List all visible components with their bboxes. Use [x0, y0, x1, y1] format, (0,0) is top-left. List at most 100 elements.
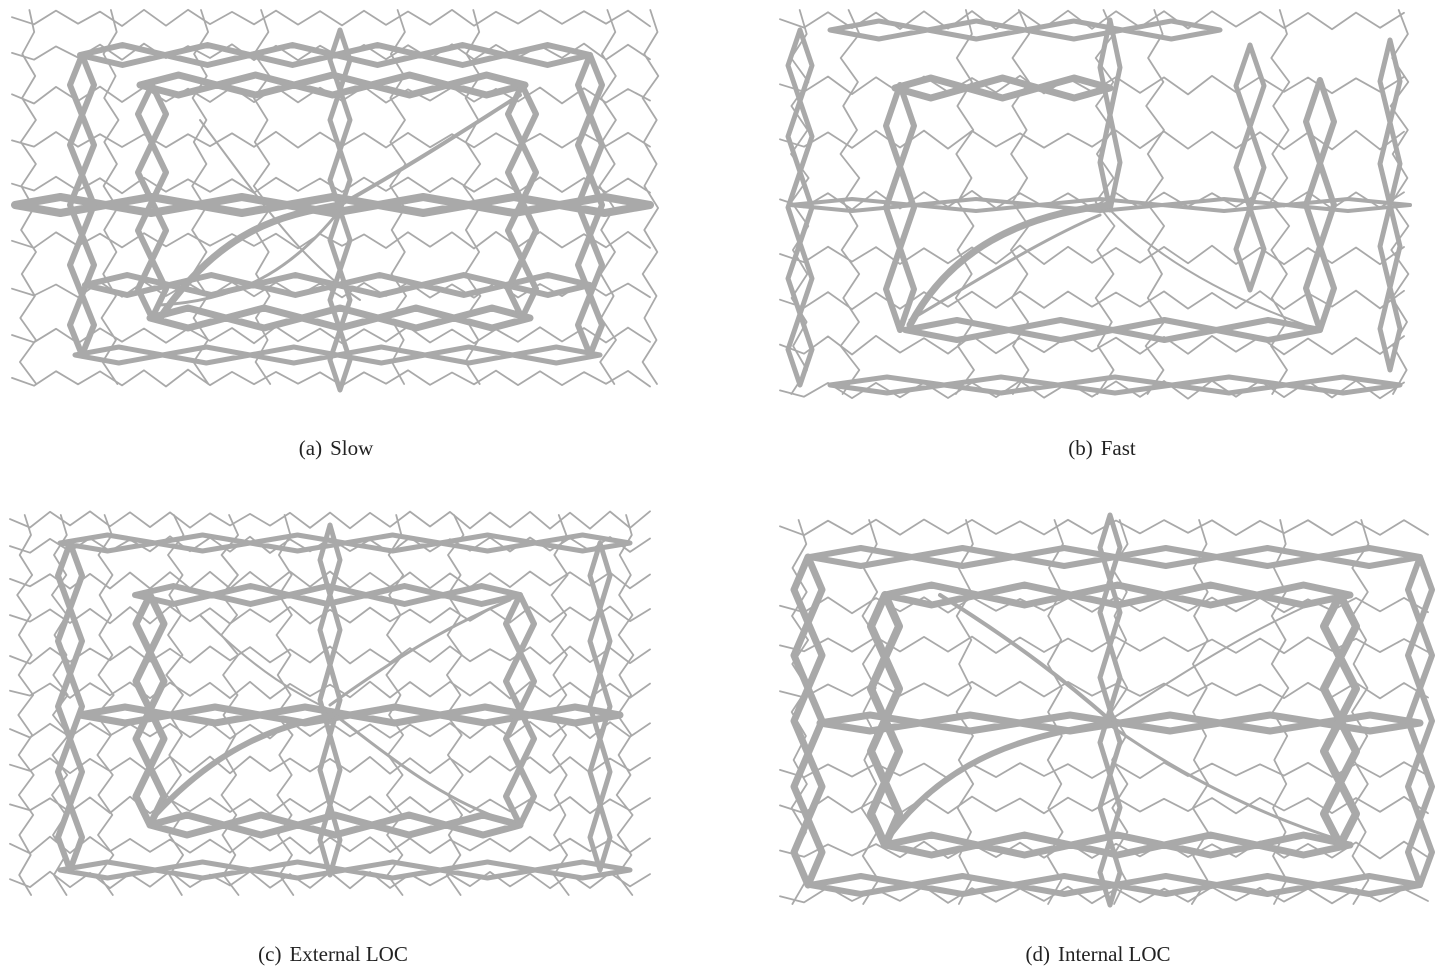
thin-horizontal-path: [11, 130, 651, 149]
thin-vertical-path: [100, 9, 120, 385]
thick-vertical-route: [575, 52, 605, 358]
thin-horizontal-path: [9, 720, 651, 740]
thin-vertical-path: [445, 514, 465, 896]
thin-horizontal-path: [11, 325, 651, 345]
thick-horizontal-route: [136, 71, 529, 99]
thin-horizontal-path: [779, 795, 1429, 815]
thick-vertical-route: [790, 553, 826, 889]
caption-c: (c) External LOC: [258, 942, 408, 967]
curved-connector-route: [938, 593, 1112, 722]
thick-horizontal-route: [57, 532, 633, 554]
thick-vertical-route: [55, 540, 85, 873]
thick-vertical-route: [1303, 77, 1337, 333]
thin-horizontal-path: [9, 755, 651, 775]
thin-horizontal-path: [9, 835, 651, 855]
thin-horizontal-path: [9, 680, 651, 700]
thin-horizontal-path: [779, 129, 1405, 151]
curved-connector-route: [906, 201, 1114, 329]
thick-horizontal-route: [72, 344, 603, 366]
thin-vertical-path: [16, 514, 35, 896]
thick-horizontal-route: [902, 317, 1323, 343]
thin-horizontal-path: [779, 244, 1405, 266]
thick-vertical-route: [1320, 591, 1360, 849]
panel-d: [760, 505, 1445, 925]
curved-connector-route: [1108, 723, 1342, 842]
curved-connector-route: [152, 712, 338, 818]
caption-c-name: External LOC: [289, 942, 408, 966]
caption-d: (d) Internal LOC: [1025, 942, 1170, 967]
trajectory-plot-internal-loc: [779, 512, 1435, 908]
thick-vertical-route: [1097, 512, 1123, 908]
thick-horizontal-route: [816, 711, 1424, 735]
caption-c-label: (c): [258, 942, 282, 966]
curved-connector-route: [156, 201, 344, 322]
thick-horizontal-route: [77, 42, 593, 68]
thin-horizontal-path: [11, 368, 651, 388]
curved-connector-route: [887, 720, 1113, 838]
thick-vertical-route: [587, 540, 613, 873]
thick-vertical-route: [1377, 37, 1403, 373]
thick-vertical-route: [67, 52, 97, 358]
thin-horizontal-path: [9, 570, 651, 590]
thin-horizontal-path: [9, 645, 651, 665]
thin-vertical-path: [1191, 519, 1210, 905]
curved-connector-route: [328, 598, 512, 707]
panel-c: [0, 505, 700, 925]
thick-vertical-route: [317, 522, 343, 878]
thin-vertical-path: [839, 9, 861, 395]
curved-connector-route: [333, 713, 522, 827]
thin-vertical-path: [1351, 519, 1370, 905]
caption-d-label: (d): [1025, 942, 1050, 966]
thin-horizontal-path: [779, 289, 1405, 311]
thick-vertical-route: [785, 27, 815, 388]
thin-vertical-path: [550, 514, 570, 896]
thick-vertical-route: [867, 591, 903, 849]
thick-horizontal-route: [891, 74, 1114, 102]
caption-b: (b) Fast: [1068, 436, 1136, 461]
curved-connector-route: [338, 93, 522, 207]
thin-vertical-path: [95, 514, 115, 896]
caption-a: (a) Slow: [299, 436, 374, 461]
caption-b-name: Fast: [1100, 436, 1136, 460]
caption-a-label: (a): [298, 436, 323, 460]
curved-connector-route: [199, 614, 331, 711]
thick-vertical-route: [1097, 17, 1123, 213]
thin-vertical-path: [615, 514, 635, 896]
thin-horizontal-path: [779, 885, 1429, 905]
thin-horizontal-path: [9, 605, 651, 625]
thin-horizontal-path: [11, 8, 651, 28]
curved-connector-route: [908, 213, 1102, 322]
thin-vertical-path: [860, 519, 880, 905]
thin-vertical-path: [191, 9, 210, 385]
thick-horizontal-route: [881, 831, 1354, 859]
thick-horizontal-route: [11, 193, 654, 217]
thin-horizontal-path: [779, 334, 1405, 356]
thick-horizontal-route: [57, 859, 633, 881]
thin-horizontal-path: [779, 9, 1405, 31]
thick-vertical-route: [1233, 42, 1267, 293]
thick-vertical-route: [132, 591, 168, 829]
curved-connector-route: [158, 208, 342, 307]
thin-vertical-path: [19, 9, 38, 385]
caption-a-name: Slow: [330, 436, 374, 460]
thick-horizontal-route: [827, 374, 1403, 396]
thin-vertical-path: [641, 9, 660, 385]
thick-horizontal-route: [76, 703, 624, 727]
trajectory-plot-fast: [779, 9, 1412, 400]
curved-connector-route: [1109, 599, 1321, 721]
thick-vertical-route: [503, 592, 537, 828]
thick-vertical-route: [505, 82, 539, 321]
trajectory-plot-slow: [11, 8, 660, 393]
thick-horizontal-route: [827, 18, 1223, 42]
thin-horizontal-path: [9, 510, 651, 530]
thin-vertical-path: [220, 514, 240, 896]
panel-b: [760, 0, 1445, 420]
caption-d-name: Internal LOC: [1057, 942, 1171, 966]
caption-b-label: (b): [1068, 436, 1093, 460]
thick-vertical-route: [883, 82, 917, 333]
thick-vertical-route: [135, 82, 169, 321]
panel-a: [0, 0, 700, 420]
curved-connector-route: [1109, 209, 1321, 331]
trajectory-plot-external-loc: [9, 510, 651, 896]
curved-connector-route: [199, 119, 361, 301]
